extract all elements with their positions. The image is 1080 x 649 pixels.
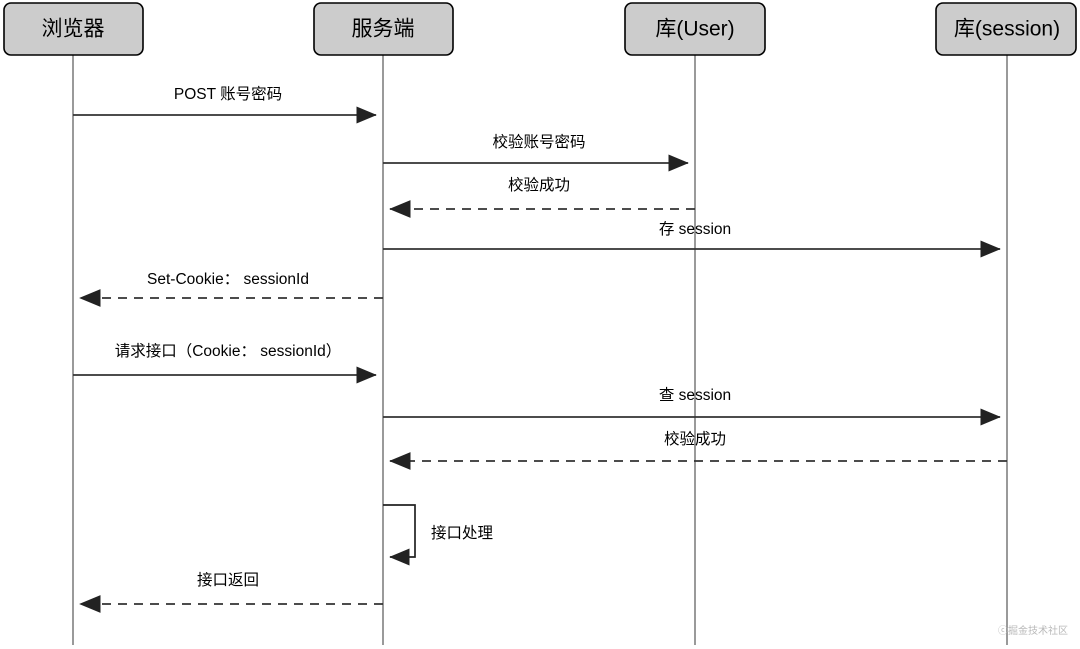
participant-box-db_session[interactable]: [935, 2, 1077, 56]
watermark-layer: ⓒ掘金技术社区: [998, 624, 1068, 637]
message-label-m3: 校验成功: [508, 176, 570, 194]
participant-label-browser: 浏览器: [42, 18, 105, 41]
participant-box-server[interactable]: [313, 2, 454, 56]
message-label-m2: 校验账号密码: [492, 133, 585, 151]
message-label-m1: POST 账号密码: [174, 85, 282, 103]
participant-label-db_session: 库(session): [954, 18, 1060, 41]
lifelines-layer: [72, 55, 1008, 645]
message-label-m5: Set-Cookie： sessionId: [147, 271, 309, 288]
message-label-m7: 查 session: [659, 386, 731, 404]
message-label-m4: 存 session: [659, 220, 731, 238]
message-label-m6: 请求接口（Cookie： sessionId）: [115, 342, 342, 360]
watermark-text: ⓒ掘金技术社区: [998, 624, 1068, 637]
participant-box-browser[interactable]: [3, 2, 144, 56]
participant-label-db_user: 库(User): [655, 18, 734, 41]
message-label-m10: 接口返回: [197, 571, 259, 589]
participant-label-server: 服务端: [352, 18, 415, 41]
participants-layer: 浏览器 服务端 库(User) 库(session): [3, 2, 1077, 56]
self-message-loop-m9: [383, 504, 416, 566]
self-message-label-m9: 接口处理: [431, 524, 493, 542]
participant-box-db_user[interactable]: [624, 2, 766, 56]
message-label-m8: 校验成功: [664, 430, 726, 448]
